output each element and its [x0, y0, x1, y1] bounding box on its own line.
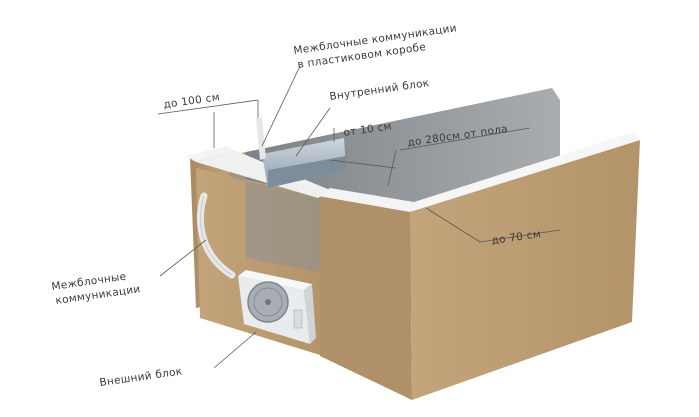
label-max-100cm: до 100 см — [163, 91, 221, 111]
indoor-unit-front — [268, 156, 346, 188]
label-indoor-unit: Внутренний блок — [329, 77, 430, 103]
duct — [256, 118, 266, 160]
leader-outdoor-unit — [213, 331, 257, 369]
outdoor-unit-side — [238, 270, 312, 290]
dimension-100cm — [157, 99, 259, 148]
front-right-wall-face — [320, 196, 412, 400]
right-wall-face — [410, 140, 640, 400]
wall-top-middle — [318, 188, 414, 212]
wall-top-left — [186, 146, 234, 162]
leader-indoor-unit — [295, 107, 331, 157]
dimension-70cm — [425, 207, 561, 243]
wall-top-front — [196, 150, 330, 198]
wall-niche — [228, 160, 320, 272]
leader-duct — [261, 65, 301, 147]
label-outdoor-unit: Внешний блок — [99, 365, 183, 389]
wall-top-right — [410, 132, 640, 212]
leader-tubing — [159, 239, 207, 277]
dimension-280cm — [329, 127, 531, 187]
